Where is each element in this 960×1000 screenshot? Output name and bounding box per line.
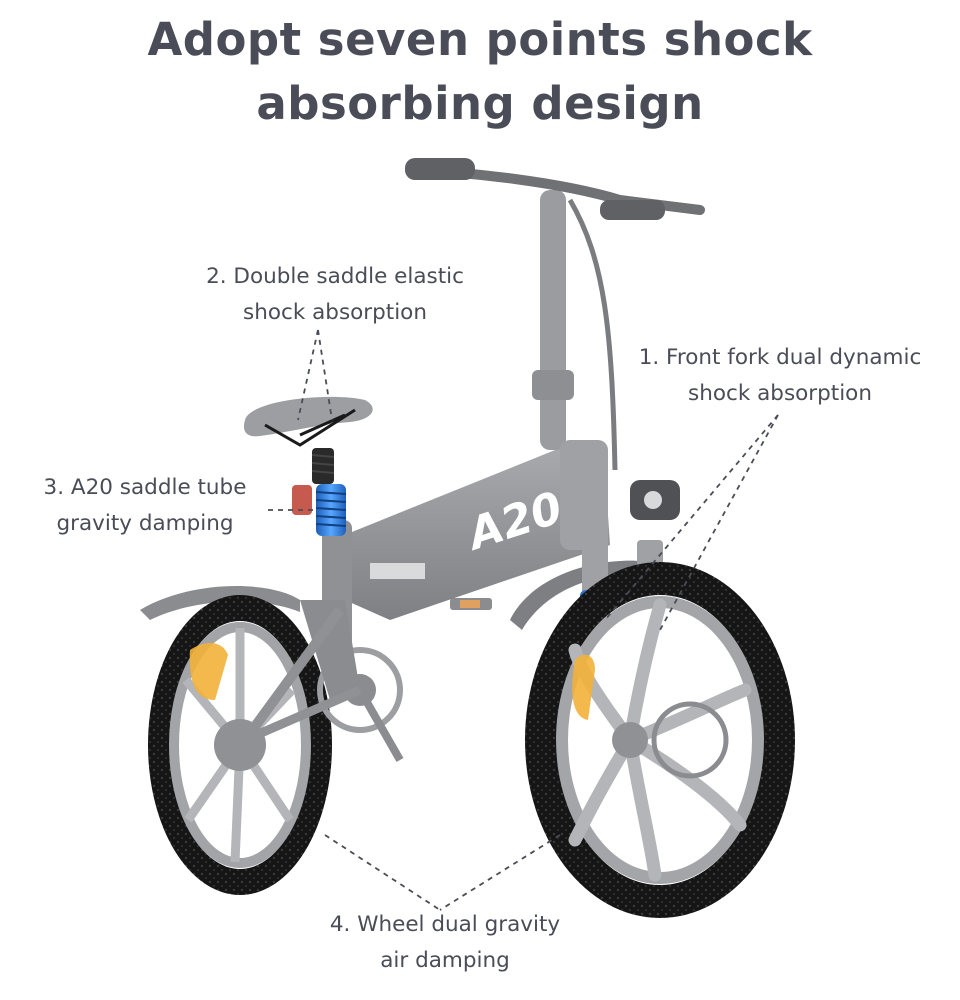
front-reflector-icon bbox=[572, 654, 595, 720]
rear-light-icon bbox=[292, 485, 312, 515]
callout-4-line-2: air damping bbox=[380, 948, 510, 973]
callout-wheels: 4. Wheel dual gravity air damping bbox=[285, 907, 605, 979]
front-wheel bbox=[525, 562, 795, 918]
callout-2-line-1: 2. Double saddle elastic bbox=[206, 264, 464, 289]
callout-2-line-2: shock absorption bbox=[243, 300, 427, 325]
saddle-assembly bbox=[243, 396, 373, 536]
callout-3-line-1: 3. A20 saddle tube bbox=[43, 475, 247, 500]
title-line-1: Adopt seven points shock bbox=[147, 13, 813, 66]
callout-1-line-2: shock absorption bbox=[688, 381, 872, 406]
seatpost-spring-icon bbox=[311, 448, 347, 536]
callout-front-fork: 1. Front fork dual dynamic shock absorpt… bbox=[620, 340, 940, 412]
title-line-2: absorbing design bbox=[256, 77, 704, 130]
callout-lines bbox=[268, 329, 779, 911]
callout-4-line-1: 4. Wheel dual gravity bbox=[329, 912, 561, 937]
rear-reflector-icon bbox=[189, 643, 228, 700]
disc-brake-icon bbox=[651, 701, 729, 779]
rear-wheel bbox=[148, 595, 332, 895]
callout-3-line-2: gravity damping bbox=[56, 511, 234, 536]
callout-1-line-1: 1. Front fork dual dynamic bbox=[638, 345, 922, 370]
callout-seat-tube: 3. A20 saddle tube gravity damping bbox=[20, 470, 270, 542]
page-title: Adopt seven points shock absorbing desig… bbox=[0, 8, 960, 136]
callout-saddle: 2. Double saddle elastic shock absorptio… bbox=[175, 259, 495, 331]
stem-and-handlebar bbox=[405, 158, 705, 550]
rear-fender bbox=[140, 586, 300, 620]
bike-frame: A20 bbox=[240, 448, 610, 745]
